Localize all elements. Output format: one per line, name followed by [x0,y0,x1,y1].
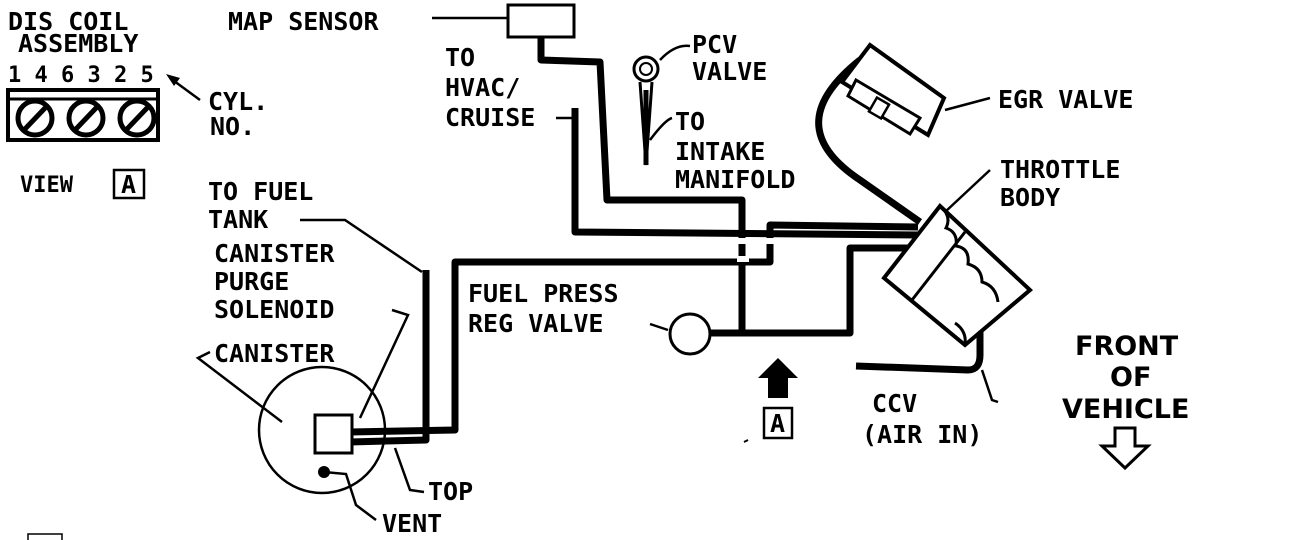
to-hvac-label-line1: TO [445,43,475,72]
top-label: TOP [428,477,473,506]
map-sensor-label: MAP SENSOR [228,7,379,36]
to-intake-label-line3: MANIFOLD [675,165,795,194]
throttle-body-label-line2: BODY [1000,183,1060,212]
map-sensor: MAP SENSOR [228,3,576,39]
to-hvac-label-line2: HVAC/ [445,73,520,102]
purge-solenoid [313,413,354,455]
front-label-line2: OF [1110,362,1151,393]
coil-terminal [15,98,55,138]
vacuum-hoses [349,37,984,446]
fuel-press-reg-icon [668,312,712,356]
fuel-pressure-regulator: FUEL PRESS REG VALVE [468,279,712,356]
ccv-label-line1: CCV [872,389,917,418]
throttle-body-label-line1: THROTTLE [1000,155,1120,184]
pcv-valve: PCV VALVE TO INTAKE MANIFOLD [632,30,795,194]
dis-coil-label-line2: ASSEMBLY [18,29,138,58]
map-sensor-hose [537,37,746,330]
fuel-press-label-line1: FUEL PRESS [468,279,619,308]
fuel-tank-leader [300,218,423,274]
coil-terminal [66,98,106,138]
view-box [112,168,146,200]
purge-solenoid-leader [358,308,410,419]
hvac-cruise-hose [571,108,921,239]
ccv-label-line2: (AIR IN) [862,420,982,449]
dis-coil-label-line1: DIS COIL [8,7,128,36]
vent-label: VENT [382,509,442,538]
to-fuel-tank-label-line1: TO FUEL [208,177,313,206]
down-arrow-icon [1098,426,1152,471]
fuel-press-label-line2: REG VALVE [468,309,603,338]
egr-valve: EGR VALVE [839,42,1133,138]
canister-label: CANISTER [214,339,335,368]
to-intake-label-line1: TO [675,107,705,136]
cyl-no-label-line1: CYL. [208,87,268,116]
to-fuel-tank-label-line2: TANK [208,205,268,234]
canister-purge-label-line1: CANISTER [214,239,335,268]
front-label-line3: VEHICLE [1062,394,1189,425]
egr-valve-label: EGR VALVE [998,85,1133,114]
canister: CANISTER VENT TOP [195,339,473,538]
front-of-vehicle: FRONT OF VEHICLE [1062,331,1189,471]
throttle-body: THROTTLE BODY [881,155,1120,348]
to-intake-label-line2: INTAKE [675,137,765,166]
egr-hose [815,57,923,225]
up-arrow-icon [758,358,798,398]
fuel-press-hose [708,244,910,337]
pcv-label-line2: VALVE [692,57,767,86]
coil-terminal [117,98,157,138]
pcv-label-line1: PCV [692,30,737,59]
to-hvac-label-line3: CRUISE [445,103,535,132]
front-label-line1: FRONT [1075,331,1179,362]
view-letter: A [121,170,136,199]
coil-housing [6,88,160,142]
dis-coil-assembly: DIS COIL ASSEMBLY 1 4 6 3 2 5 CYL. NO. V… [6,7,268,200]
view-a-arrow: A [743,358,798,443]
fuel-tank-hose [349,270,430,446]
canister-purge-label-line3: SOLENOID [214,295,334,324]
ccv-hose [855,290,984,374]
arrow-view-letter: A [770,409,785,438]
canister-purge-label-line2: PURGE [214,267,289,296]
cylinder-numbers: 1 4 6 3 2 5 [8,63,154,88]
map-sensor-body [506,3,576,39]
cyl-no-label-line2: NO. [210,112,255,141]
purge-hose [349,221,919,436]
view-label: VIEW [20,173,74,198]
canister-body [257,365,387,495]
